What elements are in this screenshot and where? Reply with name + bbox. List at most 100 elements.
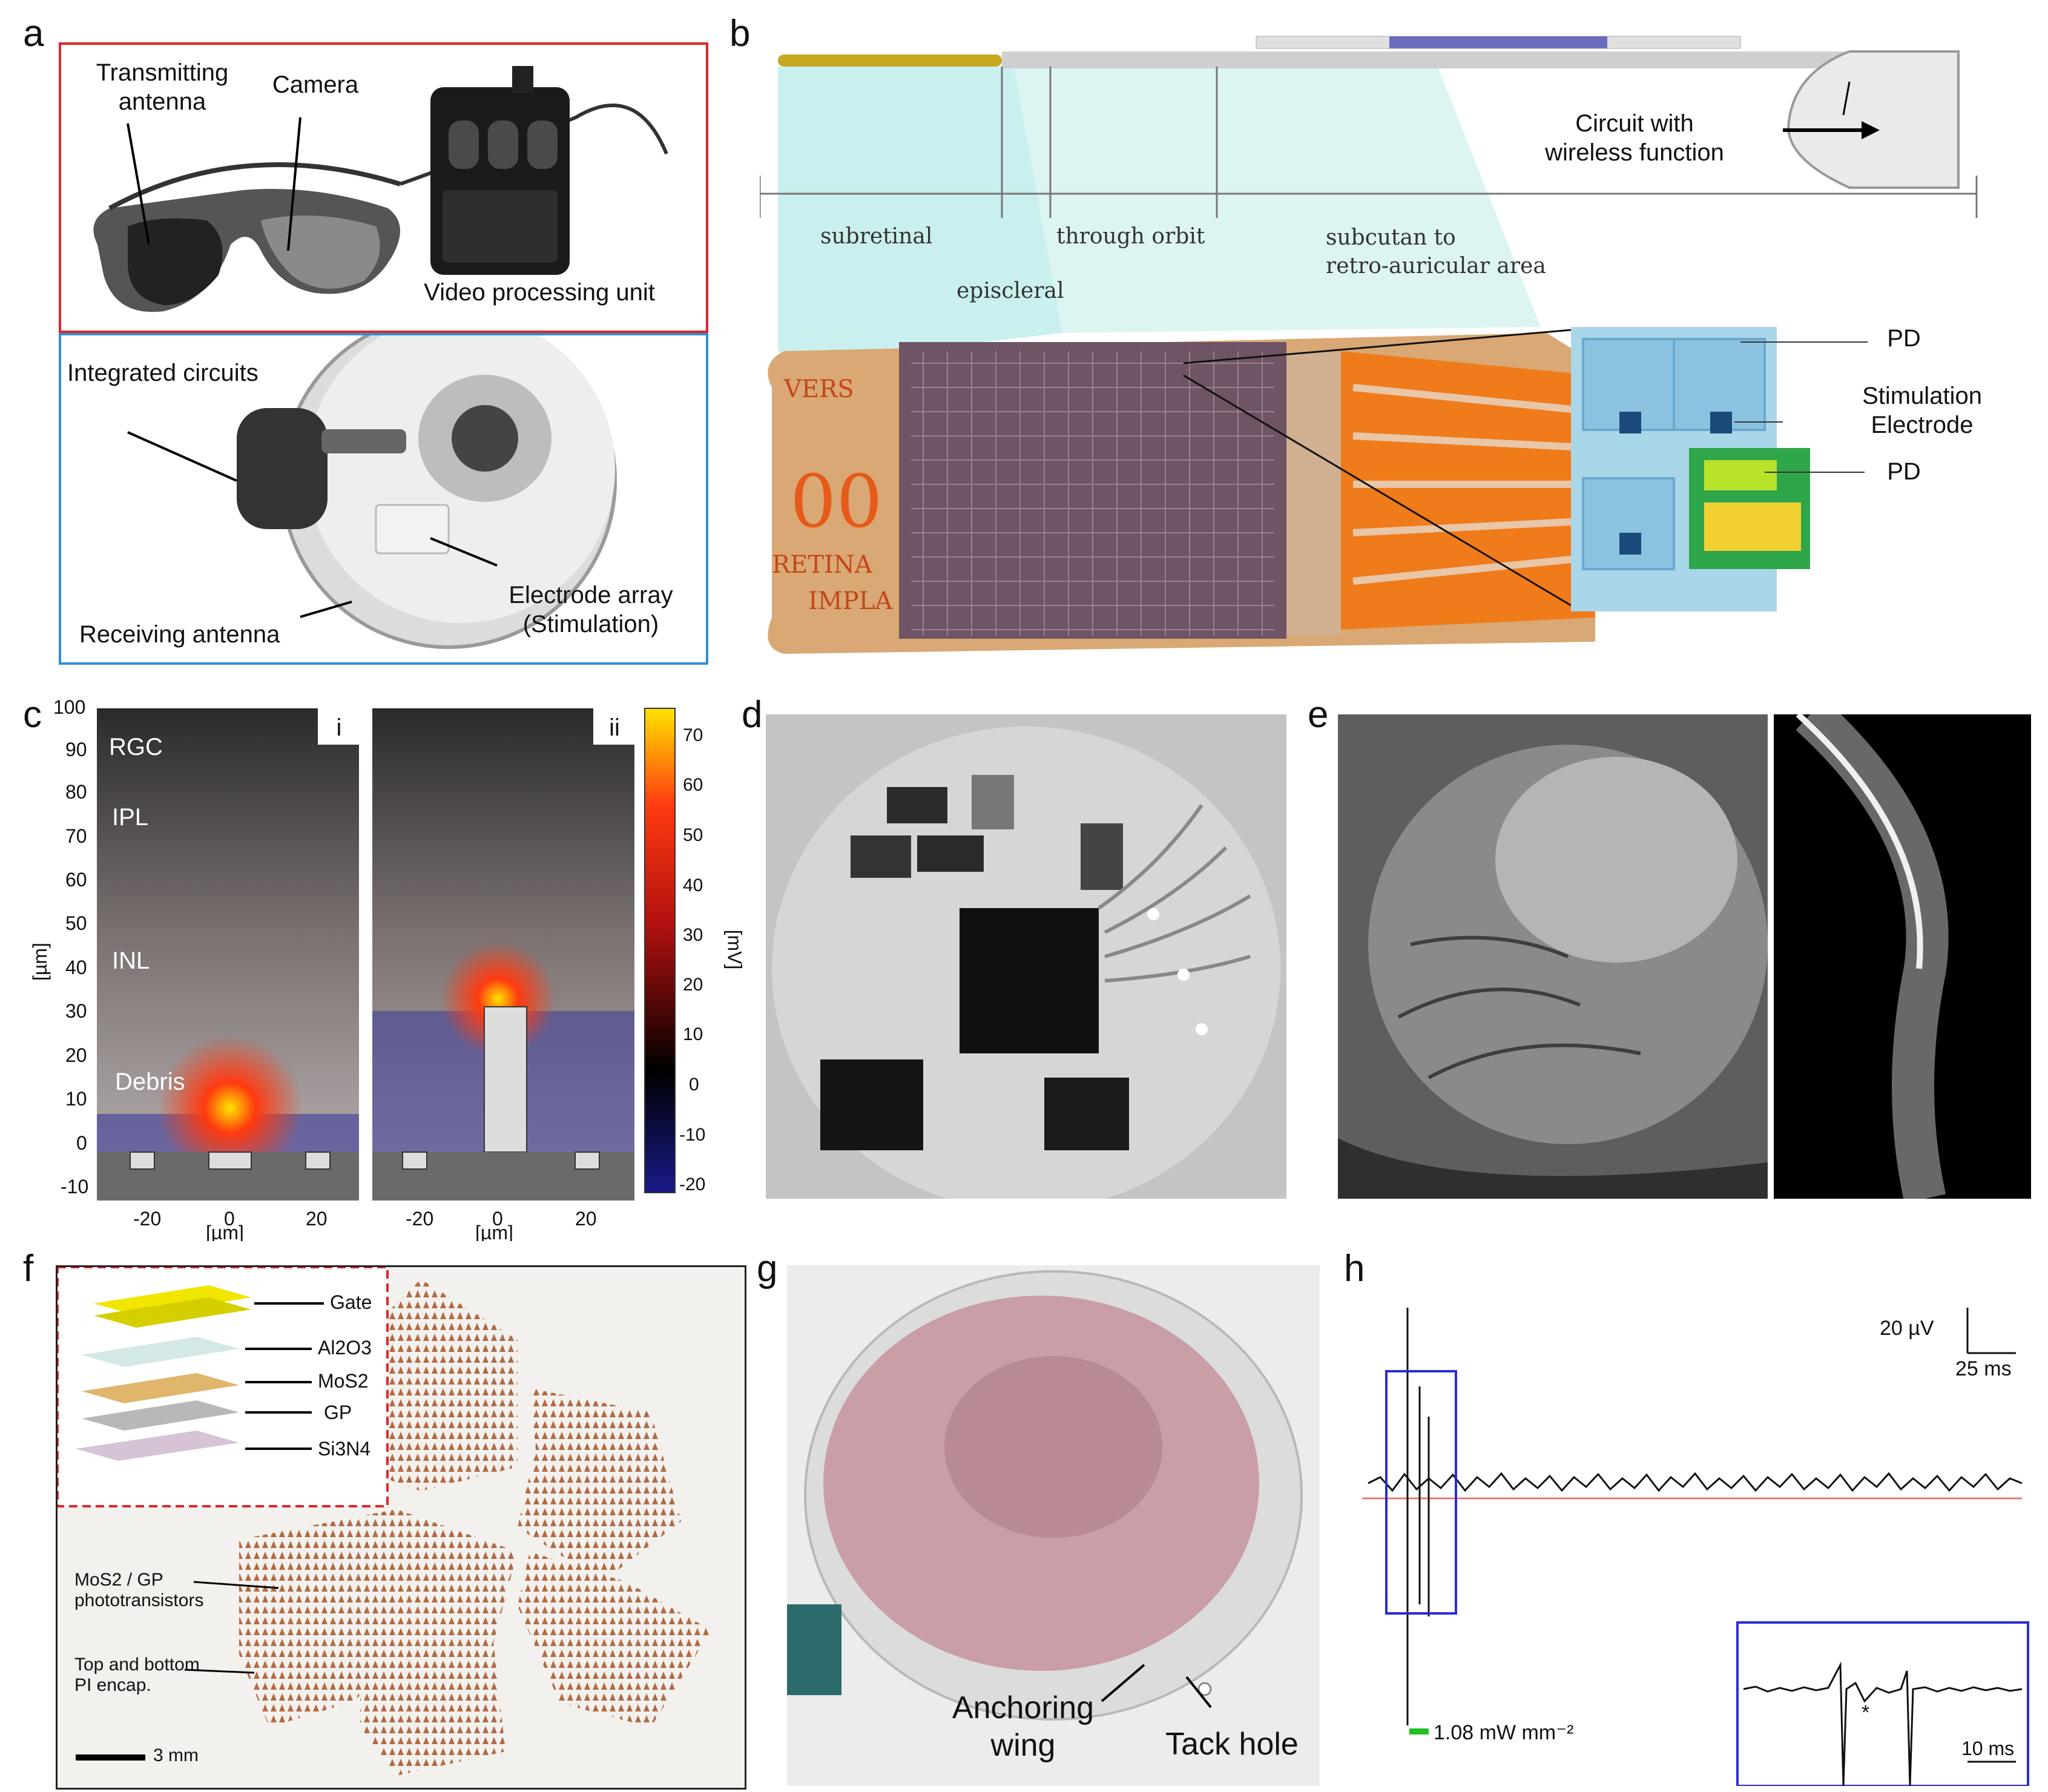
electrode-array-label: Electrode array (Stimulation) [509,582,673,637]
circuit-board-photo [766,714,1286,1199]
glasses-illustration [93,66,668,312]
cbar-tick-60: 60 [683,775,703,795]
panel-f: Gate Al2O3 MoS2 GP Si3N4 MoS2 / GP photo… [56,1265,746,1790]
transmitting-antenna-label: Transmitting antenna [96,59,229,115]
y-tick-70: 70 [65,825,87,847]
y-tick-60: 60 [65,869,87,891]
camera-label: Camera [272,71,359,98]
scale-time: 25 ms [1955,1357,2012,1380]
vpu-label: Video processing unit [424,279,655,306]
oct-image [1774,714,2031,1199]
cbar-tick-20: 20 [683,975,703,995]
light-intensity-label: 1.08 mW mm⁻² [1434,1721,1574,1744]
panel-e-photo-right [1774,714,2031,1199]
layer-inl: INL [112,947,150,974]
potential-heatmap [97,708,676,1201]
panel-c: i ii RGC IPL INL Debris 100 90 80 70 60 … [24,696,751,1241]
y-tick-neg10: -10 [61,1176,89,1197]
chip-text-retina: RETINA [772,551,872,579]
scale-bar-label: 3 mm [153,1745,199,1765]
x-tick-i-20: 20 [306,1208,328,1230]
panel-h: 20 µV 25 ms 1.08 mW mm⁻² 10 ms * [1362,1265,2046,1786]
circuit-label: Circuit with wireless function [1545,110,1724,166]
implant-diagram [760,36,1978,654]
panel-f-label: f [23,1248,34,1290]
cbar-tick-10: 10 [683,1024,703,1044]
panel-h-label: h [1344,1248,1365,1290]
segment-subretinal: subretinal [820,224,933,249]
panel-g-label: g [757,1248,778,1290]
panel-b-label: b [729,13,751,54]
x-tick-i-0: 0 [224,1208,235,1230]
encapsulation-label: Top and bottom PI encap. [74,1655,200,1695]
panel-e-label: e [1308,694,1329,736]
pd-label-2: PD [1887,458,1921,485]
panel-a-label: a [23,13,44,54]
tack-hole-label: Tack hole [1165,1727,1299,1762]
panel-b: subretinal through orbit subcutan to ret… [760,24,1989,666]
implant-photo [787,1265,1320,1786]
eye-implant-illustration [127,335,617,649]
cbar-tick-0: 0 [689,1075,699,1095]
chip-text-00: 00 [790,460,883,544]
y-tick-80: 80 [65,781,87,803]
panel-d-photo [766,714,1286,1199]
x-tick-i-neg20: -20 [133,1208,162,1230]
cbar-tick-40: 40 [683,875,703,895]
panel-g-photo: Anchoring wing Tack hole [787,1265,1320,1786]
integrated-circuits-label: Integrated circuits [67,360,258,386]
layer-debris: Debris [115,1069,185,1095]
chip-text-vers: VERS [784,375,854,403]
pd-label-1: PD [1887,325,1921,352]
segment-through-orbit: through orbit [1056,224,1205,249]
cbar-tick-50: 50 [683,825,703,845]
phototransistors-label: MoS2 / GP phototransistors [74,1570,204,1610]
y-tick-50: 50 [65,912,87,934]
x-axis-label-ii: [µm] [475,1222,513,1241]
panel-a-bottom-box: Integrated circuits Receiving antenna El… [59,333,708,665]
panel-a-top-box: Transmitting antenna Camera Video proces… [59,42,708,333]
layer-gp: GP [324,1402,352,1423]
fundus-photo [1338,714,1768,1199]
y-tick-40: 40 [65,957,87,978]
electrophysiology-trace [1362,1308,2029,1786]
inset-time-scale: 10 ms [1961,1738,2015,1759]
layer-gate: Gate [330,1291,372,1313]
cbar-tick-neg10: -10 [679,1125,706,1145]
segment-subcutan: subcutan to retro-auricular area [1326,225,1546,278]
flower-array [58,1267,711,1776]
y-tick-0: 0 [76,1132,87,1154]
subpanel-ii-label: ii [609,714,620,741]
receiving-antenna-label: Receiving antenna [79,621,280,648]
chip-text-impla: IMPLA [808,587,893,615]
scale-voltage: 20 µV [1880,1317,1934,1340]
x-tick-ii-0: 0 [492,1208,503,1230]
electrode-grid [911,351,1274,636]
layer-al2o3: Al2O3 [318,1337,372,1359]
panel-c-label: c [23,694,42,736]
x-tick-ii-20: 20 [575,1208,597,1230]
y-tick-30: 30 [65,1000,87,1022]
y-axis-label: [µm] [28,943,51,981]
x-axis-label-i: [µm] [206,1222,244,1241]
cbar-tick-neg20: -20 [679,1174,706,1194]
cbar-tick-30: 30 [683,925,703,945]
inset-asterisk: * [1862,1701,1870,1724]
layer-mos2: MoS2 [318,1370,369,1392]
panel-d-label: d [742,694,763,736]
layer-ipl: IPL [112,804,149,831]
cbar-tick-70: 70 [683,725,703,745]
y-tick-20: 20 [65,1044,87,1066]
cbar-label: [mV] [723,929,746,970]
y-tick-100: 100 [53,696,86,718]
layer-si3n4: Si3N4 [318,1438,371,1460]
x-tick-ii-neg20: -20 [406,1208,434,1230]
panel-e-photo-left [1338,714,1768,1199]
y-tick-10: 10 [65,1088,87,1110]
segment-episcleral: episcleral [957,278,1064,303]
layer-rgc: RGC [109,734,163,760]
anchoring-wing-label: Anchoring wing [952,1690,1095,1764]
y-tick-90: 90 [65,739,87,760]
stimulation-electrode-label: Stimulation Electrode [1862,383,1982,438]
subpanel-i-label: i [336,714,342,741]
